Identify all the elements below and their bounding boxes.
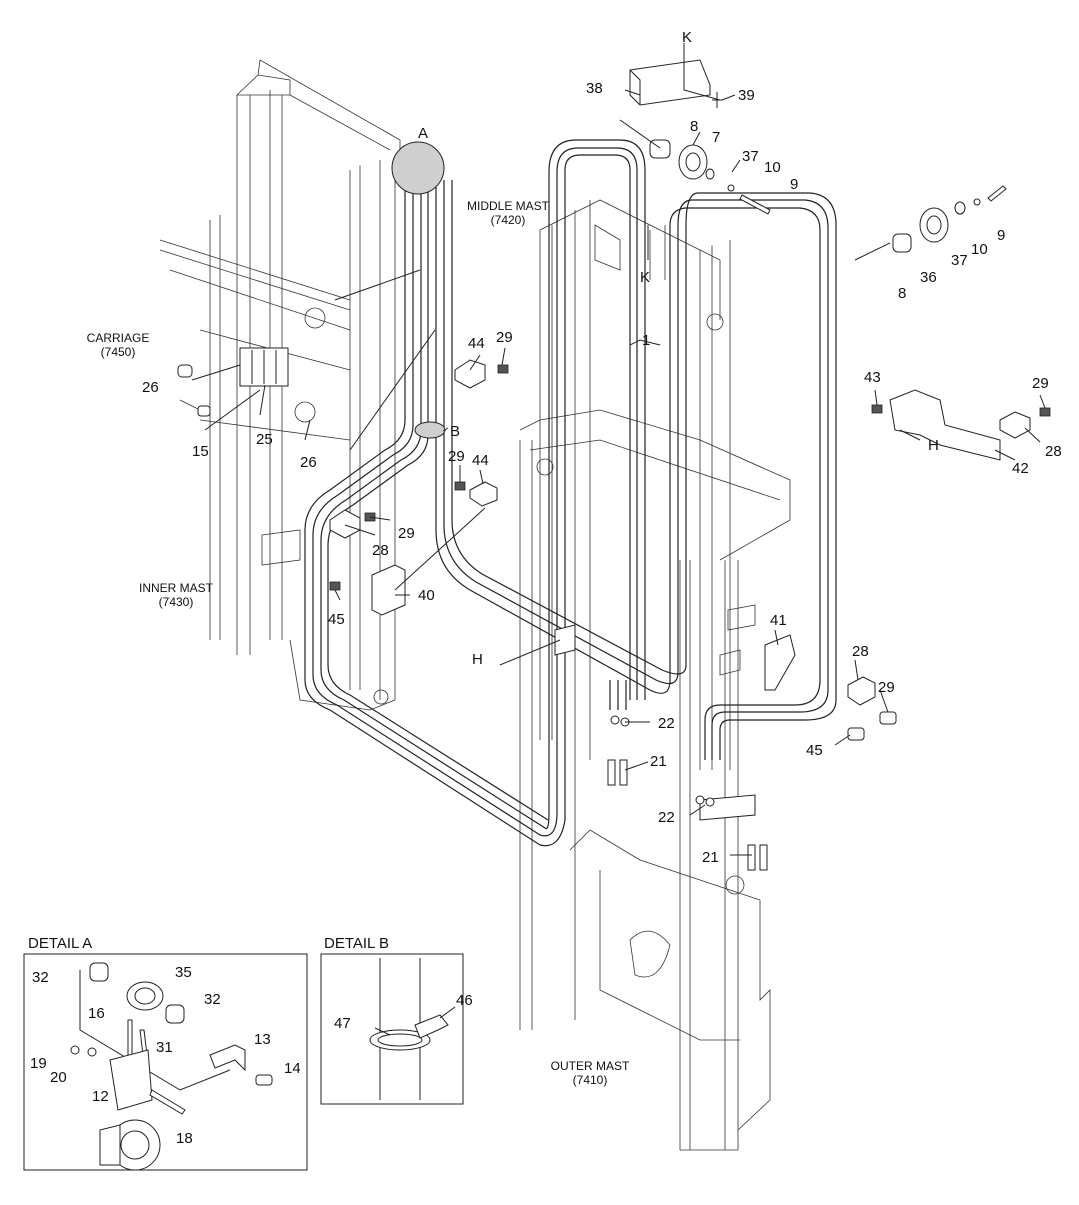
callout-8-right: 8 (898, 285, 906, 302)
middle-mast-structure (519, 199, 791, 770)
callout-45-low: 45 (806, 742, 823, 759)
hose-assembly-inner (304, 139, 837, 847)
callout-K-top: K (682, 29, 692, 46)
carriage-code: (7450) (101, 345, 136, 359)
callout-H-right: H (928, 437, 939, 454)
callout-44-top: 44 (468, 335, 485, 352)
callout-25: 25 (256, 431, 273, 448)
callout-38: 38 (586, 80, 603, 97)
detail-b-parts (369, 958, 456, 1100)
callout-29-right: 29 (1032, 375, 1049, 392)
detail-a-box (23, 953, 308, 1171)
callout-22-top: 22 (658, 715, 675, 732)
middle-mast-label: MIDDLE MAST (467, 199, 550, 213)
callout-36: 36 (920, 269, 937, 286)
outer-mast-label: OUTER MAST (551, 1059, 630, 1073)
callout-B: B (450, 423, 460, 440)
callout-29-mid: 29 (448, 448, 465, 465)
detail-a-callout-20: 20 (50, 1069, 67, 1086)
detail-b-callout-47: 47 (334, 1015, 351, 1032)
callout-7: 7 (712, 129, 720, 146)
inner-mast-code: (7430) (159, 595, 194, 609)
outer-mast-code: (7410) (573, 1073, 608, 1087)
callout-28-mid: 28 (372, 542, 389, 559)
callout-26-mid: 26 (300, 454, 317, 471)
callout-28-right: 28 (1045, 443, 1062, 460)
detail-a-callout-16: 16 (88, 1005, 105, 1022)
callout-21-top: 21 (650, 753, 667, 770)
outer-mast-structure (519, 440, 771, 1151)
callout-K-mid: K (640, 269, 650, 286)
callout-43: 43 (864, 369, 881, 386)
detail-a-callout-32-left: 32 (32, 969, 49, 986)
callout-44-mid: 44 (472, 452, 489, 469)
callout-29-low: 29 (878, 679, 895, 696)
detail-b-marker-bubble (414, 421, 446, 439)
detail-a-parts (70, 962, 273, 1171)
callout-40: 40 (418, 587, 435, 604)
leader-lines (191, 43, 1046, 856)
carriage-label: CARRIAGE (87, 331, 150, 345)
callout-26-left: 26 (142, 379, 159, 396)
callout-labels: A B K K H H 38 39 8 7 37 10 9 9 10 37 36… (30, 29, 1062, 1147)
detail-a-marker-bubble (391, 141, 445, 195)
callout-9-top: 9 (790, 176, 798, 193)
detail-a-callout-18: 18 (176, 1130, 193, 1147)
detail-b-callout-46: 46 (456, 992, 473, 1009)
sheave-assembly-right (854, 185, 1007, 261)
detail-b-box (320, 953, 464, 1105)
callout-42: 42 (1012, 460, 1029, 477)
callout-21-low: 21 (702, 849, 719, 866)
callout-8-top: 8 (690, 118, 698, 135)
callout-H-left: H (472, 651, 483, 668)
middle-mast-code: (7420) (491, 213, 526, 227)
callout-22-low: 22 (658, 809, 675, 826)
detail-b-title: DETAIL B (324, 935, 389, 952)
callout-10-right: 10 (971, 241, 988, 258)
detail-a-callout-32-right: 32 (204, 991, 221, 1008)
detail-a-callout-13: 13 (254, 1031, 271, 1048)
detail-a-callout-12: 12 (92, 1088, 109, 1105)
callout-45-left: 45 (328, 611, 345, 628)
callout-1: 1 (642, 332, 650, 349)
callout-37-right: 37 (951, 252, 968, 269)
detail-a-callout-14: 14 (284, 1060, 301, 1077)
callout-A: A (418, 125, 428, 142)
callout-29-mid2: 29 (398, 525, 415, 542)
detail-a-title: DETAIL A (28, 935, 92, 952)
inner-mast-label: INNER MAST (139, 581, 214, 595)
small-fittings (177, 347, 1051, 871)
detail-a-callout-35: 35 (175, 964, 192, 981)
callout-28-low: 28 (852, 643, 869, 660)
callout-37-top: 37 (742, 148, 759, 165)
detail-a-callout-31: 31 (156, 1039, 173, 1056)
sheave-assembly-top (629, 59, 771, 215)
callout-9-right: 9 (997, 227, 1005, 244)
detail-a-callout-19: 19 (30, 1055, 47, 1072)
callout-15: 15 (192, 443, 209, 460)
callout-29-top: 29 (496, 329, 513, 346)
callout-39: 39 (738, 87, 755, 104)
callout-41: 41 (770, 612, 787, 629)
callout-10-top: 10 (764, 159, 781, 176)
